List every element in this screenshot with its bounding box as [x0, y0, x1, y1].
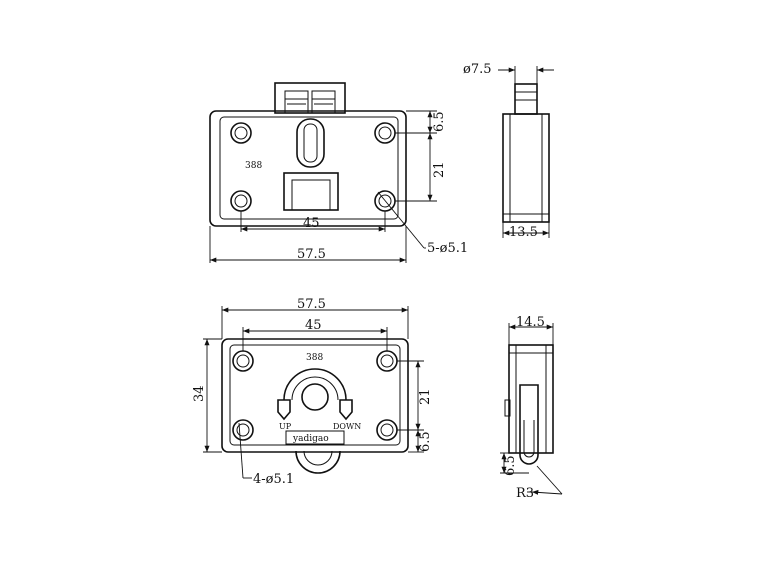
top-front-dim-6-label: 6.5	[432, 111, 447, 132]
bottom-side-view: 14.5 6.5 R3	[500, 315, 563, 501]
bottom-front-view: 388 UP DOWN yadigao 57.5 45 34	[192, 297, 433, 487]
top-front-hole-tl	[230, 122, 252, 144]
top-front-dim-21-label: 21	[432, 161, 447, 178]
top-front-hole-callout: 5-ø5.1	[377, 191, 468, 256]
bottom-side-dim-radius: R3	[516, 465, 563, 501]
bottom-front-dim-right: 21 6.5	[397, 360, 433, 453]
bottom-side-dim-offset: 6.5	[500, 452, 529, 476]
top-front-adjust-slot	[296, 118, 325, 168]
bottom-side-dim-depth: 14.5	[508, 315, 554, 345]
bottom-front-up-label: UP	[279, 422, 292, 431]
top-front-model-label: 388	[245, 161, 262, 171]
bottom-front-body	[221, 338, 409, 453]
top-front-hole-callout-label: 5-ø5.1	[427, 241, 468, 256]
top-front-dim-57: 57.5	[209, 226, 407, 263]
bottom-front-dim-6-label: 6.5	[418, 431, 433, 452]
bottom-front-dim-57-label: 57.5	[297, 297, 326, 312]
bottom-front-model-label: 388	[306, 353, 323, 363]
bottom-front-down-label: DOWN	[333, 422, 361, 431]
bottom-front-dim-45-label: 45	[305, 318, 322, 333]
top-front-dim-right: 6.5 21	[395, 110, 447, 202]
bottom-front-dim-34: 34	[192, 338, 222, 453]
bottom-side-dim-depth-label: 14.5	[516, 315, 545, 330]
top-front-hole-bl	[230, 190, 252, 212]
bottom-side-body	[508, 344, 554, 454]
bottom-front-brand-box	[285, 430, 345, 445]
top-front-plate	[219, 116, 399, 220]
bottom-front-hole-tl	[232, 350, 254, 372]
bottom-front-up-arrow-icon	[277, 399, 291, 421]
top-side-body	[502, 113, 550, 223]
top-front-dim-57-label: 57.5	[297, 247, 326, 262]
bottom-front-plate	[229, 344, 401, 446]
bottom-front-adjust-arc	[283, 368, 347, 401]
bottom-front-down-arrow-icon	[339, 399, 353, 421]
bottom-front-hole-tr	[376, 350, 398, 372]
top-side-dim-dia: ø7.5	[463, 62, 554, 84]
bottom-front-hole-br	[376, 419, 398, 441]
bottom-side-dim-offset-label: 6.5	[503, 455, 518, 476]
bottom-side-wheel-bracket	[519, 384, 539, 465]
bottom-front-wheel	[295, 450, 341, 474]
bottom-front-dim-57: 57.5	[221, 297, 409, 339]
top-front-hole-tr	[374, 122, 396, 144]
bottom-front-dim-45: 45	[242, 318, 388, 351]
bottom-front-holes	[232, 350, 398, 441]
bottom-front-hole-callout-label: 4-ø5.1	[253, 472, 294, 487]
top-side-dim-dia-label: ø7.5	[463, 62, 492, 77]
top-front-dim-45: 45	[240, 211, 386, 232]
bottom-front-dim-34-label: 34	[192, 385, 207, 402]
top-side-dim-depth-label: 13.5	[509, 225, 538, 240]
top-side-view: ø7.5 13.5	[463, 62, 554, 240]
bottom-side-dim-radius-label: R3	[516, 486, 534, 501]
top-side-dim-depth: 13.5	[502, 222, 550, 240]
bottom-side-clip	[504, 399, 511, 417]
top-side-wheel-stem	[514, 83, 538, 115]
bottom-front-hole-callout: 4-ø5.1	[238, 422, 294, 487]
bottom-front-dim-21-label: 21	[418, 388, 433, 405]
top-tab-housing	[274, 82, 346, 114]
top-tab-left	[284, 90, 309, 114]
bottom-front-adjust-hole	[301, 383, 329, 411]
top-front-view: 388 45 57.5 6.5 21 5-ø5	[209, 82, 468, 263]
bottom-front-brand-label: yadigao	[292, 434, 329, 444]
bottom-front-hole-bl	[232, 419, 254, 441]
top-tab-right	[311, 90, 336, 114]
top-front-dim-45-label: 45	[303, 216, 320, 231]
top-front-body	[209, 110, 407, 227]
